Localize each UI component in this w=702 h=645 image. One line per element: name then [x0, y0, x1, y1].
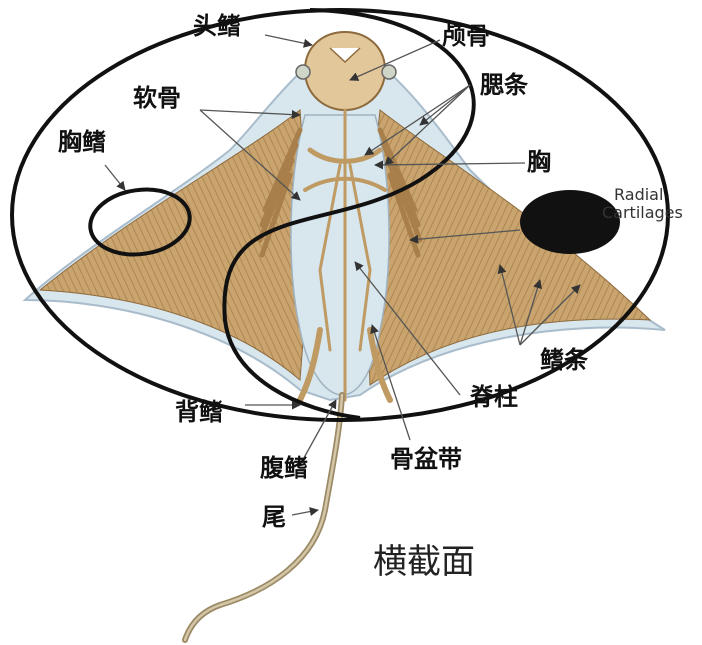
label-cross-section: 横截面: [373, 545, 475, 579]
label-pelvic-girdle: 骨盆带: [390, 447, 462, 471]
label-tail: 尾: [262, 505, 286, 529]
right-wing: [365, 110, 650, 385]
label-gill-arch: 腮条: [480, 73, 528, 97]
label-cartilage: 软骨: [133, 86, 181, 110]
label-cephalic-fin: 头鳍: [193, 14, 241, 38]
label-pectoral-fin: 胸鳍: [58, 130, 106, 154]
label-fin-rays: 鳍条: [540, 348, 588, 372]
label-dorsal-fin: 背鳍: [175, 400, 223, 424]
radial-line-2: Cartilages: [602, 204, 683, 222]
label-jaw: 颅骨: [442, 24, 490, 48]
radial-line-1: Radial: [614, 186, 683, 204]
label-radial-cartilages: Radial Cartilages: [614, 186, 683, 223]
label-pelvic-fin: 腹鳍: [260, 456, 308, 480]
label-spine: 脊柱: [470, 385, 518, 409]
right-eye: [382, 65, 396, 79]
label-chest: 胸: [527, 150, 551, 174]
left-eye: [296, 65, 310, 79]
head-jaw: [305, 32, 385, 110]
